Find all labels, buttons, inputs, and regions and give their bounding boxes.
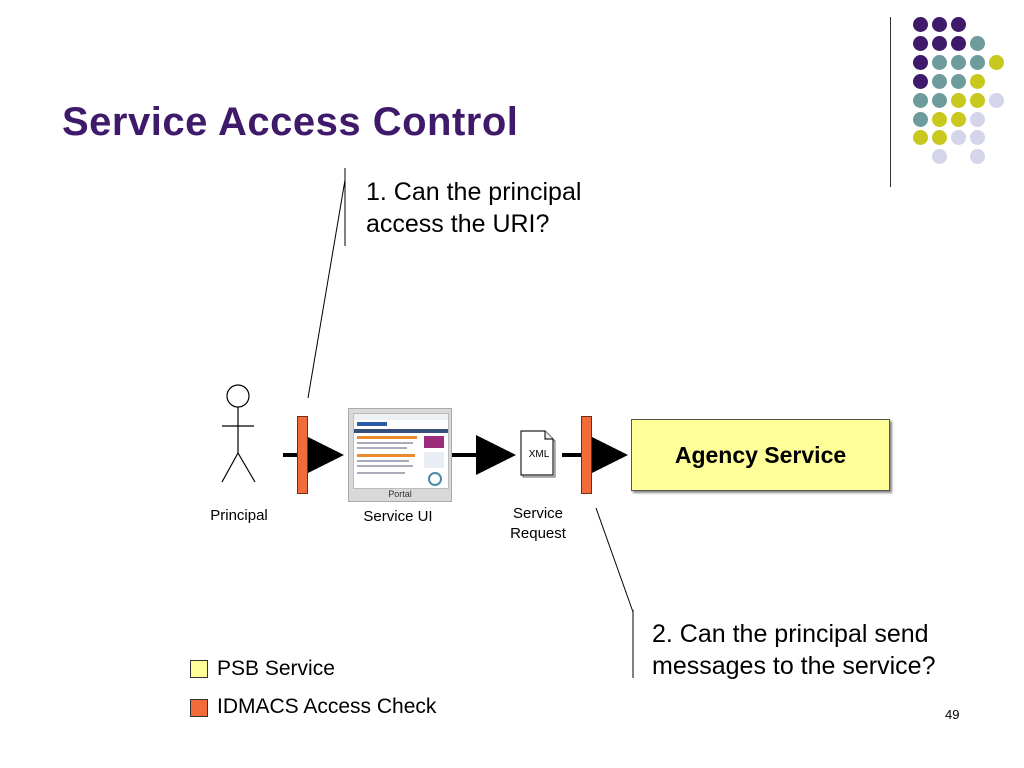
agency-service-label: Agency Service (674, 441, 847, 468)
dot (913, 93, 928, 108)
dot (913, 36, 928, 51)
dot (970, 112, 985, 127)
callout-2-pointer (595, 507, 634, 613)
callout-access-uri: 1. Can the principal access the URI? (366, 176, 581, 240)
dot (951, 17, 966, 32)
legend-idmacs-swatch (190, 699, 208, 717)
principal-stick-figure (221, 384, 256, 483)
dot (932, 36, 947, 51)
dot (970, 74, 985, 89)
dot (970, 93, 985, 108)
callout-2-line2: messages to the service? (652, 652, 936, 680)
dot (951, 74, 966, 89)
service-request-line1: Service (512, 505, 564, 522)
dot (989, 55, 1004, 70)
dot (970, 149, 985, 164)
dot (932, 112, 947, 127)
legend-psb-swatch (190, 660, 208, 678)
dot (932, 93, 947, 108)
dot (951, 55, 966, 70)
principal-label: Principal (210, 507, 268, 524)
header-vertical-rule (890, 17, 891, 187)
dot (970, 36, 985, 51)
callout-send-messages: 2. Can the principal send messages to th… (652, 618, 935, 682)
dot (932, 149, 947, 164)
agency-service-box: Agency Service (631, 419, 890, 491)
legend-psb-label: PSB Service (217, 657, 335, 680)
dot (932, 130, 947, 145)
xml-document-icon (520, 430, 556, 478)
xml-label: XML (528, 449, 550, 460)
service-ui-portal-thumbnail: Portal (348, 408, 452, 502)
dot (932, 55, 947, 70)
dot (951, 112, 966, 127)
dot (951, 130, 966, 145)
callout-1-line2: access the URI? (366, 210, 550, 238)
service-request-label: Service Request (495, 504, 581, 544)
portal-screen (353, 413, 449, 489)
dot (989, 93, 1004, 108)
callout-1-pointer (307, 179, 346, 399)
dot (913, 130, 928, 145)
legend-idmacs-label: IDMACS Access Check (217, 695, 437, 718)
callout-2-line1: 2. Can the principal send (652, 620, 929, 648)
dot (951, 36, 966, 51)
dot (970, 55, 985, 70)
dot (913, 74, 928, 89)
dot (913, 17, 928, 32)
dot (951, 93, 966, 108)
service-request-line2: Request (510, 525, 566, 542)
service-ui-label: Service UI (363, 508, 433, 525)
dot (970, 130, 985, 145)
portal-caption: Portal (388, 489, 412, 499)
page-number: 49 (945, 707, 960, 722)
slide-title: Service Access Control (62, 100, 519, 144)
dot (913, 55, 928, 70)
dot (932, 17, 947, 32)
access-check-bar-1 (297, 416, 308, 494)
dot (913, 112, 928, 127)
dot (932, 74, 947, 89)
callout-1-line1: 1. Can the principal (366, 178, 582, 206)
access-check-bar-2 (581, 416, 592, 494)
